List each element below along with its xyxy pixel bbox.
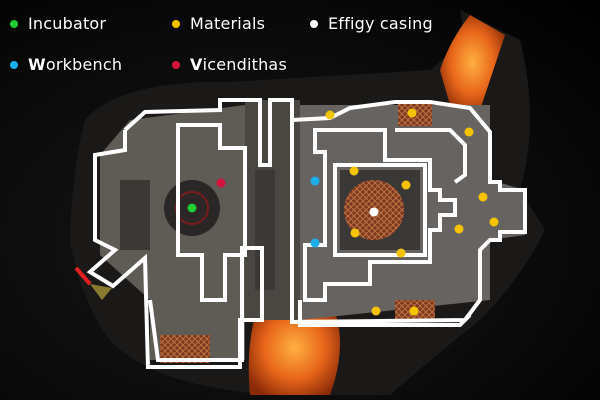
inner-hall-wall bbox=[333, 163, 427, 257]
yellow-dot-icon-marker-14 bbox=[396, 248, 406, 258]
white-dot-icon-marker-4 bbox=[369, 207, 379, 217]
exit-ramp bbox=[90, 284, 112, 300]
blue-dot-icon bbox=[10, 60, 18, 69]
legend-label-effigy: Effigy casing bbox=[328, 14, 433, 33]
blue-dot-icon-marker-3 bbox=[310, 238, 320, 248]
red-dot-icon bbox=[172, 60, 180, 69]
walls bbox=[86, 98, 527, 369]
exit-marker bbox=[74, 266, 92, 286]
legend-label-incubator: Incubator bbox=[28, 14, 107, 33]
outer-wall-bottom-right bbox=[298, 300, 472, 327]
yellow-dot-icon-marker-10 bbox=[478, 192, 488, 202]
white-dot-icon bbox=[310, 19, 318, 28]
legend-label-materials: Materials bbox=[190, 14, 266, 33]
dark-strip-left bbox=[120, 180, 150, 250]
yellow-dot-icon-marker-6 bbox=[407, 108, 417, 118]
inner-wall-left bbox=[176, 123, 247, 302]
green-dot-icon-marker-0 bbox=[187, 203, 197, 213]
legend-incubator: Incubator bbox=[10, 14, 106, 33]
yellow-dot-icon-marker-12 bbox=[454, 224, 464, 234]
dark-strip-mid bbox=[255, 170, 275, 290]
legend-vicendithas: Vicendithas bbox=[172, 55, 287, 74]
outer-wall-left bbox=[86, 130, 264, 369]
yellow-dot-icon-marker-7 bbox=[464, 127, 474, 137]
yellow-dot-icon-marker-9 bbox=[401, 180, 411, 190]
outer-wall-top-left bbox=[123, 98, 527, 325]
yellow-dot-icon bbox=[172, 19, 180, 28]
legend-effigy: Effigy casing bbox=[310, 14, 433, 33]
yellow-dot-icon-marker-5 bbox=[325, 110, 335, 120]
floor-left bbox=[100, 105, 245, 360]
legend-label-workbench: Workbench bbox=[28, 55, 123, 74]
yellow-dot-icon-marker-16 bbox=[409, 306, 419, 316]
red-dot-icon-marker-1 bbox=[216, 178, 226, 188]
yellow-dot-icon-marker-8 bbox=[349, 166, 359, 176]
inner-wall-right bbox=[395, 128, 467, 184]
yellow-dot-icon-marker-11 bbox=[489, 217, 499, 227]
lava-top-right bbox=[440, 15, 505, 110]
legend-workbench: Workbench bbox=[10, 55, 122, 74]
map-markers bbox=[187, 108, 499, 316]
blue-dot-icon-marker-2 bbox=[310, 176, 320, 186]
green-dot-icon bbox=[10, 19, 18, 28]
legend-materials: Materials bbox=[172, 14, 265, 33]
yellow-dot-icon-marker-13 bbox=[350, 228, 360, 238]
yellow-dot-icon-marker-15 bbox=[371, 306, 381, 316]
legend-label-vicendithas: Vicendithas bbox=[190, 55, 287, 74]
